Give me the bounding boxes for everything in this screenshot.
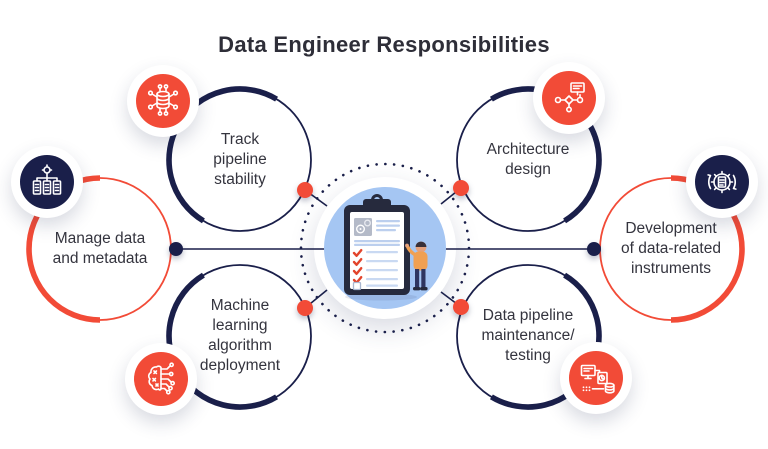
- database-network-icon: [147, 84, 179, 116]
- monitor-database-testing-icon: [580, 364, 615, 394]
- badge-machine-learning: [125, 343, 197, 415]
- badge-pipeline-maintenance-testing: [560, 342, 632, 414]
- center-illustration-disc: [324, 187, 446, 309]
- badge-track-pipeline-stability: [127, 65, 199, 137]
- metadata-documents-icon: [32, 164, 62, 195]
- gear-document-sync-icon: [707, 170, 737, 194]
- monitor-flowchart-icon: [554, 82, 585, 113]
- node-label: Data pipeline maintenance/ testing: [481, 306, 575, 365]
- node-machine-learning-algorithm-deployment: Machine learning algorithm deployment: [162, 258, 318, 414]
- node-label: Architecture design: [486, 140, 570, 178]
- node-label: Track pipeline stability: [213, 130, 267, 189]
- page-title: Data Engineer Responsibilities: [218, 32, 550, 57]
- badge-manage-data-and-metadata: [11, 146, 83, 218]
- brain-circuit-icon: [147, 362, 176, 395]
- badge-architecture-design: [533, 62, 605, 134]
- node-label: Development of data-related instruments: [621, 219, 721, 278]
- clipboard-checklist-illustration: [344, 194, 428, 301]
- node-label: Machine learning algorithm deployment: [199, 296, 281, 375]
- node-label: Manage data and metadata: [52, 229, 148, 267]
- badge-development-instruments: [686, 146, 758, 218]
